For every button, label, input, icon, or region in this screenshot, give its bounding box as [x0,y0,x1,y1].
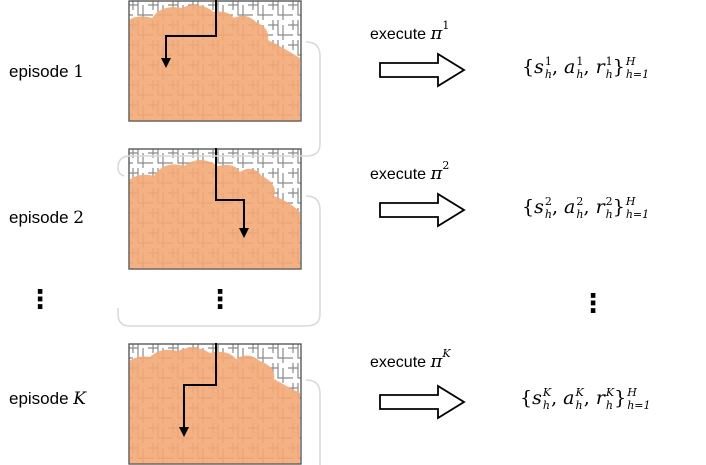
maze-episode-2 [128,148,302,270]
episode-k-label: episode K [9,389,86,409]
ellipsis-right: ⋮ [580,289,606,319]
hollow-arrow-1 [379,52,466,88]
episode-word: episode [9,62,69,81]
episode-index: K [73,389,86,409]
arrow-head [161,58,171,68]
policy-symbol: π2 [430,159,450,184]
episode-connectors [117,41,321,465]
policy-symbol: πK [430,347,451,372]
hollow-arrow-2 [379,192,466,228]
arrow-head [239,228,249,238]
arrow-head [179,427,189,437]
ellipsis-middle: ⋮ [207,285,233,315]
episode-index: 2 [73,208,85,228]
episode-word: episode [9,208,69,227]
execute-word: execute [370,166,427,183]
execute-label-2: execute π2 [370,159,450,184]
execute-label-k: execute πK [370,347,451,372]
trajectory-arrow [165,0,217,60]
hollow-arrow-k [379,384,466,420]
episode-word: episode [9,389,69,408]
episode-index: 1 [73,62,85,82]
ellipsis-left: ⋮ [27,285,53,315]
trajectory-arrow [215,148,245,230]
trajectory-arrow [183,343,217,429]
episode-2-label: episode 2 [9,208,84,228]
execute-word: execute [370,354,427,371]
execute-label-1: execute π1 [370,19,450,44]
policy-symbol: π1 [430,19,450,44]
execute-word: execute [370,26,427,43]
maze-episode-1 [128,0,302,122]
episode-1-label: episode 1 [9,62,84,82]
maze-episode-k [128,343,302,465]
